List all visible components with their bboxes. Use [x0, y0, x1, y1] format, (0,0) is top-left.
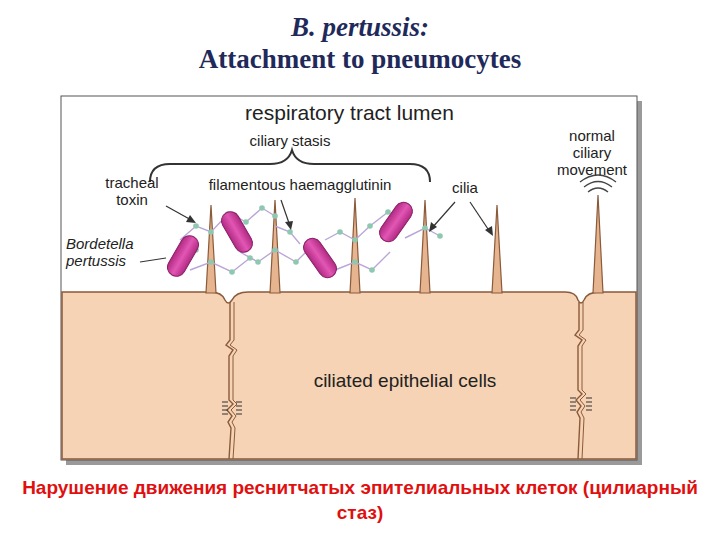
cell-boundary: [575, 302, 582, 459]
organism-label: Bordetella pertussis: [66, 236, 146, 270]
region-label: respiratory tract lumen: [62, 101, 637, 125]
bracket-label: ciliary stasis: [200, 133, 380, 150]
callout-label: filamentous haemagglutinin: [200, 177, 400, 194]
title: B. pertussis:: [0, 12, 720, 42]
region-label: ciliated epithelial cells: [232, 370, 578, 391]
subtitle: Attachment to pneumocytes: [0, 44, 720, 74]
callout-label: normal ciliary movement: [548, 128, 636, 178]
bacteria: [164, 199, 416, 281]
leader-arrowheads: [186, 215, 493, 236]
cell-boundary: [226, 302, 233, 459]
frame: [61, 96, 637, 460]
cell-boundary: [230, 302, 237, 459]
callout-label: cilia: [440, 180, 490, 197]
caption: Нарушение движения реснитчатых эпителиал…: [20, 476, 700, 525]
junction-marks: [222, 398, 592, 414]
epithelium: [62, 292, 636, 459]
cell-boundary: [579, 302, 586, 459]
cilia: [206, 195, 603, 293]
callout-label: tracheal toxin: [96, 175, 168, 209]
leader-lines: [140, 200, 490, 262]
